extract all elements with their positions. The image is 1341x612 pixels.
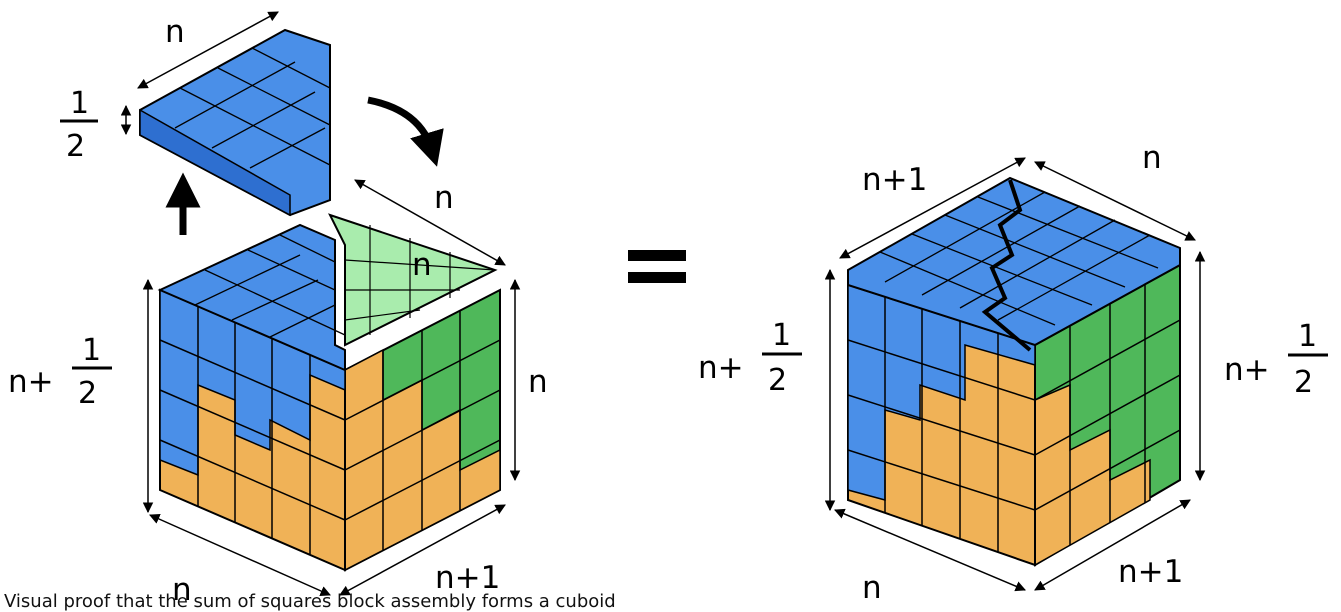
right-top-n1-dim — [839, 157, 1026, 259]
floating-slab — [139, 28, 331, 217]
right-left-face — [847, 283, 1036, 567]
slab-top-dim — [137, 11, 279, 89]
right-left-num: 1 — [772, 318, 791, 353]
right-bottom-n1-label: n+1 — [1118, 554, 1183, 590]
left-assembly: n 1 2 n n n+ 1 2 n n n+1 — [8, 11, 548, 608]
slab-half-num: 1 — [70, 86, 89, 121]
right-right-num: 1 — [1298, 319, 1317, 354]
left-back-dim — [354, 179, 506, 266]
right-bottom-n-dim — [834, 508, 1026, 592]
left-bottom-n-label: n — [172, 572, 192, 608]
right-right-prefix: n+ — [1224, 352, 1270, 388]
right-cuboid: n+1 n n+ 1 2 n+ 1 2 n n+1 — [698, 140, 1328, 606]
left-height-num: 1 — [82, 333, 101, 368]
right-bottom-n1-dim — [1034, 499, 1191, 591]
caption-text: Visual proof that the sum of squares blo… — [4, 591, 616, 612]
left-height-den: 2 — [78, 376, 97, 411]
right-bottom-n-label: n — [862, 570, 882, 606]
right-top-n1-label: n+1 — [862, 162, 927, 198]
slab-half-den: 2 — [66, 129, 85, 164]
left-height-prefix: n+ — [8, 364, 54, 400]
left-bottom-n1-label: n+1 — [435, 560, 500, 596]
left-bottom-n-dim — [149, 514, 331, 596]
left-inner-n-label: n — [412, 247, 432, 283]
right-left-den: 2 — [768, 363, 787, 398]
left-top-face — [157, 223, 346, 372]
rotate-arrow — [367, 96, 444, 167]
right-top-n-dim — [1034, 161, 1196, 241]
left-left-face — [159, 288, 346, 572]
left-bottom-n1-dim — [339, 504, 506, 596]
right-left-prefix: n+ — [698, 350, 744, 386]
left-right-n-label: n — [528, 364, 548, 400]
equals-sign — [628, 250, 686, 283]
slab-n-label: n — [165, 14, 185, 50]
left-back-n-label: n — [434, 180, 454, 216]
right-right-den: 2 — [1294, 365, 1313, 400]
right-top-n-label: n — [1142, 140, 1162, 176]
